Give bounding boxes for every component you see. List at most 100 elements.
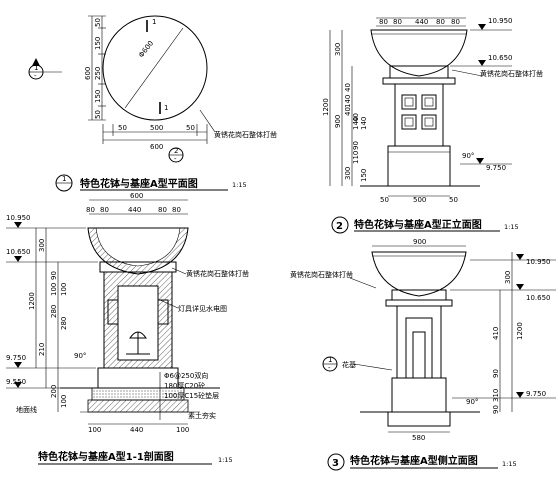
sect-dim-top-1: 80 [100,206,109,214]
sect-dim-top-4: 80 [172,206,181,214]
elev-dim-left-8: 140 [360,117,368,130]
elev-level-1: 10.950 [488,17,513,25]
elev-dim-top-4: 80 [451,18,460,26]
plan-cut-num-bottom: 1 [164,104,168,112]
side-base-marker: 1 - [322,356,338,372]
elev-angle: 90° [462,152,474,160]
side-level-mark-2 [516,284,524,290]
plan-dim-h-e: 50 [94,18,102,27]
sect-bowl-hatch [87,227,189,275]
sect-note-1: 180厚C20砼 [164,381,205,390]
side-callout-leader [349,277,377,289]
plan-dim-w-top: 500 [150,124,163,132]
plan-cut-num-top: 1 [152,18,156,26]
side-dim-right-0: 300 [504,271,512,284]
svg-text:1: 1 [328,356,332,364]
elev-title-marker: 2 [331,216,349,234]
sect-dim-top-2: 440 [128,206,141,214]
plan-callout: 黄锈花岗石整体打凿 [214,130,277,139]
sect-callout-leader-2 [159,299,179,309]
sect-note-2: 100厚C15砼垫层 [164,391,219,400]
sect-dim-left-6-t: 210 [38,343,46,356]
sect-note-3: 素土夯实 [188,411,216,420]
sect-callout-1: 黄锈花岗石整体打凿 [186,269,249,278]
sect-dim-left-8-t: 100 [60,395,68,408]
side-base-leader [353,363,393,371]
side-level-2: 10.650 [526,294,551,302]
sect-level-mark-1 [14,222,22,228]
side-dim-bottom-0: 580 [412,434,425,442]
elev-dim-left-5: 40 [344,107,352,116]
sect-ground-label: 地面线 [16,405,37,414]
plan-dim-w-left: 50 [118,124,127,132]
elev-panel-4 [421,114,437,130]
plan-axis-marker-sheet: - [34,72,37,80]
plan-axis-marker-bottom: 2 - [168,147,184,163]
sect-scale: 1:15 [218,456,233,464]
sect-level-1: 10.950 [6,214,31,222]
elev-dim-top-3: 80 [436,18,445,26]
section-view: 600 80 80 440 80 80 300 1200 [6,192,249,465]
elev-panel-3i [404,117,414,127]
elev-panel-2 [421,94,437,110]
elev-panel-1i [404,97,414,107]
side-dim-right-3-t: 90 [492,369,500,378]
sect-note-0: Φ6@250双向 [164,371,208,380]
svg-text:-: - [328,364,331,372]
side-dim-right-2-t: 410 [492,327,500,340]
sect-level-mark-2 [14,256,22,262]
side-callout: 黄锈花岗石整体打凿 [290,270,353,279]
elev-panel-4i [424,117,434,127]
sect-dim-left-7-t: 200 [50,385,58,398]
plan-diameter-label: Φ600 [137,39,155,59]
elev-dim-left-0: 300 [334,43,342,56]
sect-angle: 90° [74,352,86,360]
elev-panel-1 [401,94,417,110]
sect-dim-left-0: 300 [38,239,46,252]
elev-dim-bottom-2: 50 [449,196,458,204]
plan-title: 特色花钵与基座A型平面图 [80,177,198,190]
sect-level-3: 9.750 [6,354,26,362]
elev-bowl [370,29,468,77]
elev-callout: 黄锈花岗石整体打凿 [480,69,543,78]
sect-dim-bottom-1: 440 [130,426,143,434]
elev-dim-top-1: 80 [393,18,402,26]
side-opening [412,331,426,379]
sect-window-left [107,299,119,325]
side-dim-top-total: 900 [413,238,426,246]
sect-lamp-icon [126,331,150,355]
side-cap [391,289,447,301]
sect-dim-left-5-t: 100 [60,283,68,296]
side-title: 特色花钵与基座A型侧立面图 [350,454,478,467]
elev-panel-2i [424,97,434,107]
sect-dim-left-3-t: 100 [50,283,58,296]
plan-bowl-circle [102,15,208,121]
sect-callout-leader-1 [171,267,187,275]
plan-view: Φ600 1 1 600 50 150 250 150 50 50 500 50… [28,15,277,192]
side-level-mark-1 [516,254,524,260]
sect-dim-bottom-2: 100 [176,426,189,434]
sect-level-2: 10.650 [6,248,31,256]
side-dim-right-1-t: 1200 [516,322,524,340]
plan-dim-w-total: 600 [150,143,163,151]
side-level-mark-3 [516,392,524,398]
side-view: 900 1 - 花基 黄锈花岗石整体打凿 300 1200 410 9 [290,238,556,471]
elev-callout-leader [451,69,483,77]
side-column-inner [405,317,433,379]
sect-dim-top-3: 80 [158,206,167,214]
side-base-label: 花基 [342,360,356,369]
elev-panel-3 [401,114,417,130]
elev-dim-top-2: 440 [415,18,428,26]
side-dim-right-4-t: 310 [492,389,500,402]
elev-dim-left-11: 110 [352,151,360,164]
elev-dim-bottom-0: 50 [380,196,389,204]
elev-dim-left-2: 900 [334,115,342,128]
plan-dim-h-b: 250 [94,67,102,80]
plan-dim-h-d: 50 [94,110,102,119]
elev-scale: 1:15 [504,223,519,231]
sect-dim-left-1-t: 1200 [28,292,36,310]
plan-dim-h-c: 150 [94,90,102,103]
svg-text:2: 2 [336,221,343,232]
plan-axis-marker-num: 1 [34,64,38,72]
elev-level-2: 10.650 [488,54,513,62]
